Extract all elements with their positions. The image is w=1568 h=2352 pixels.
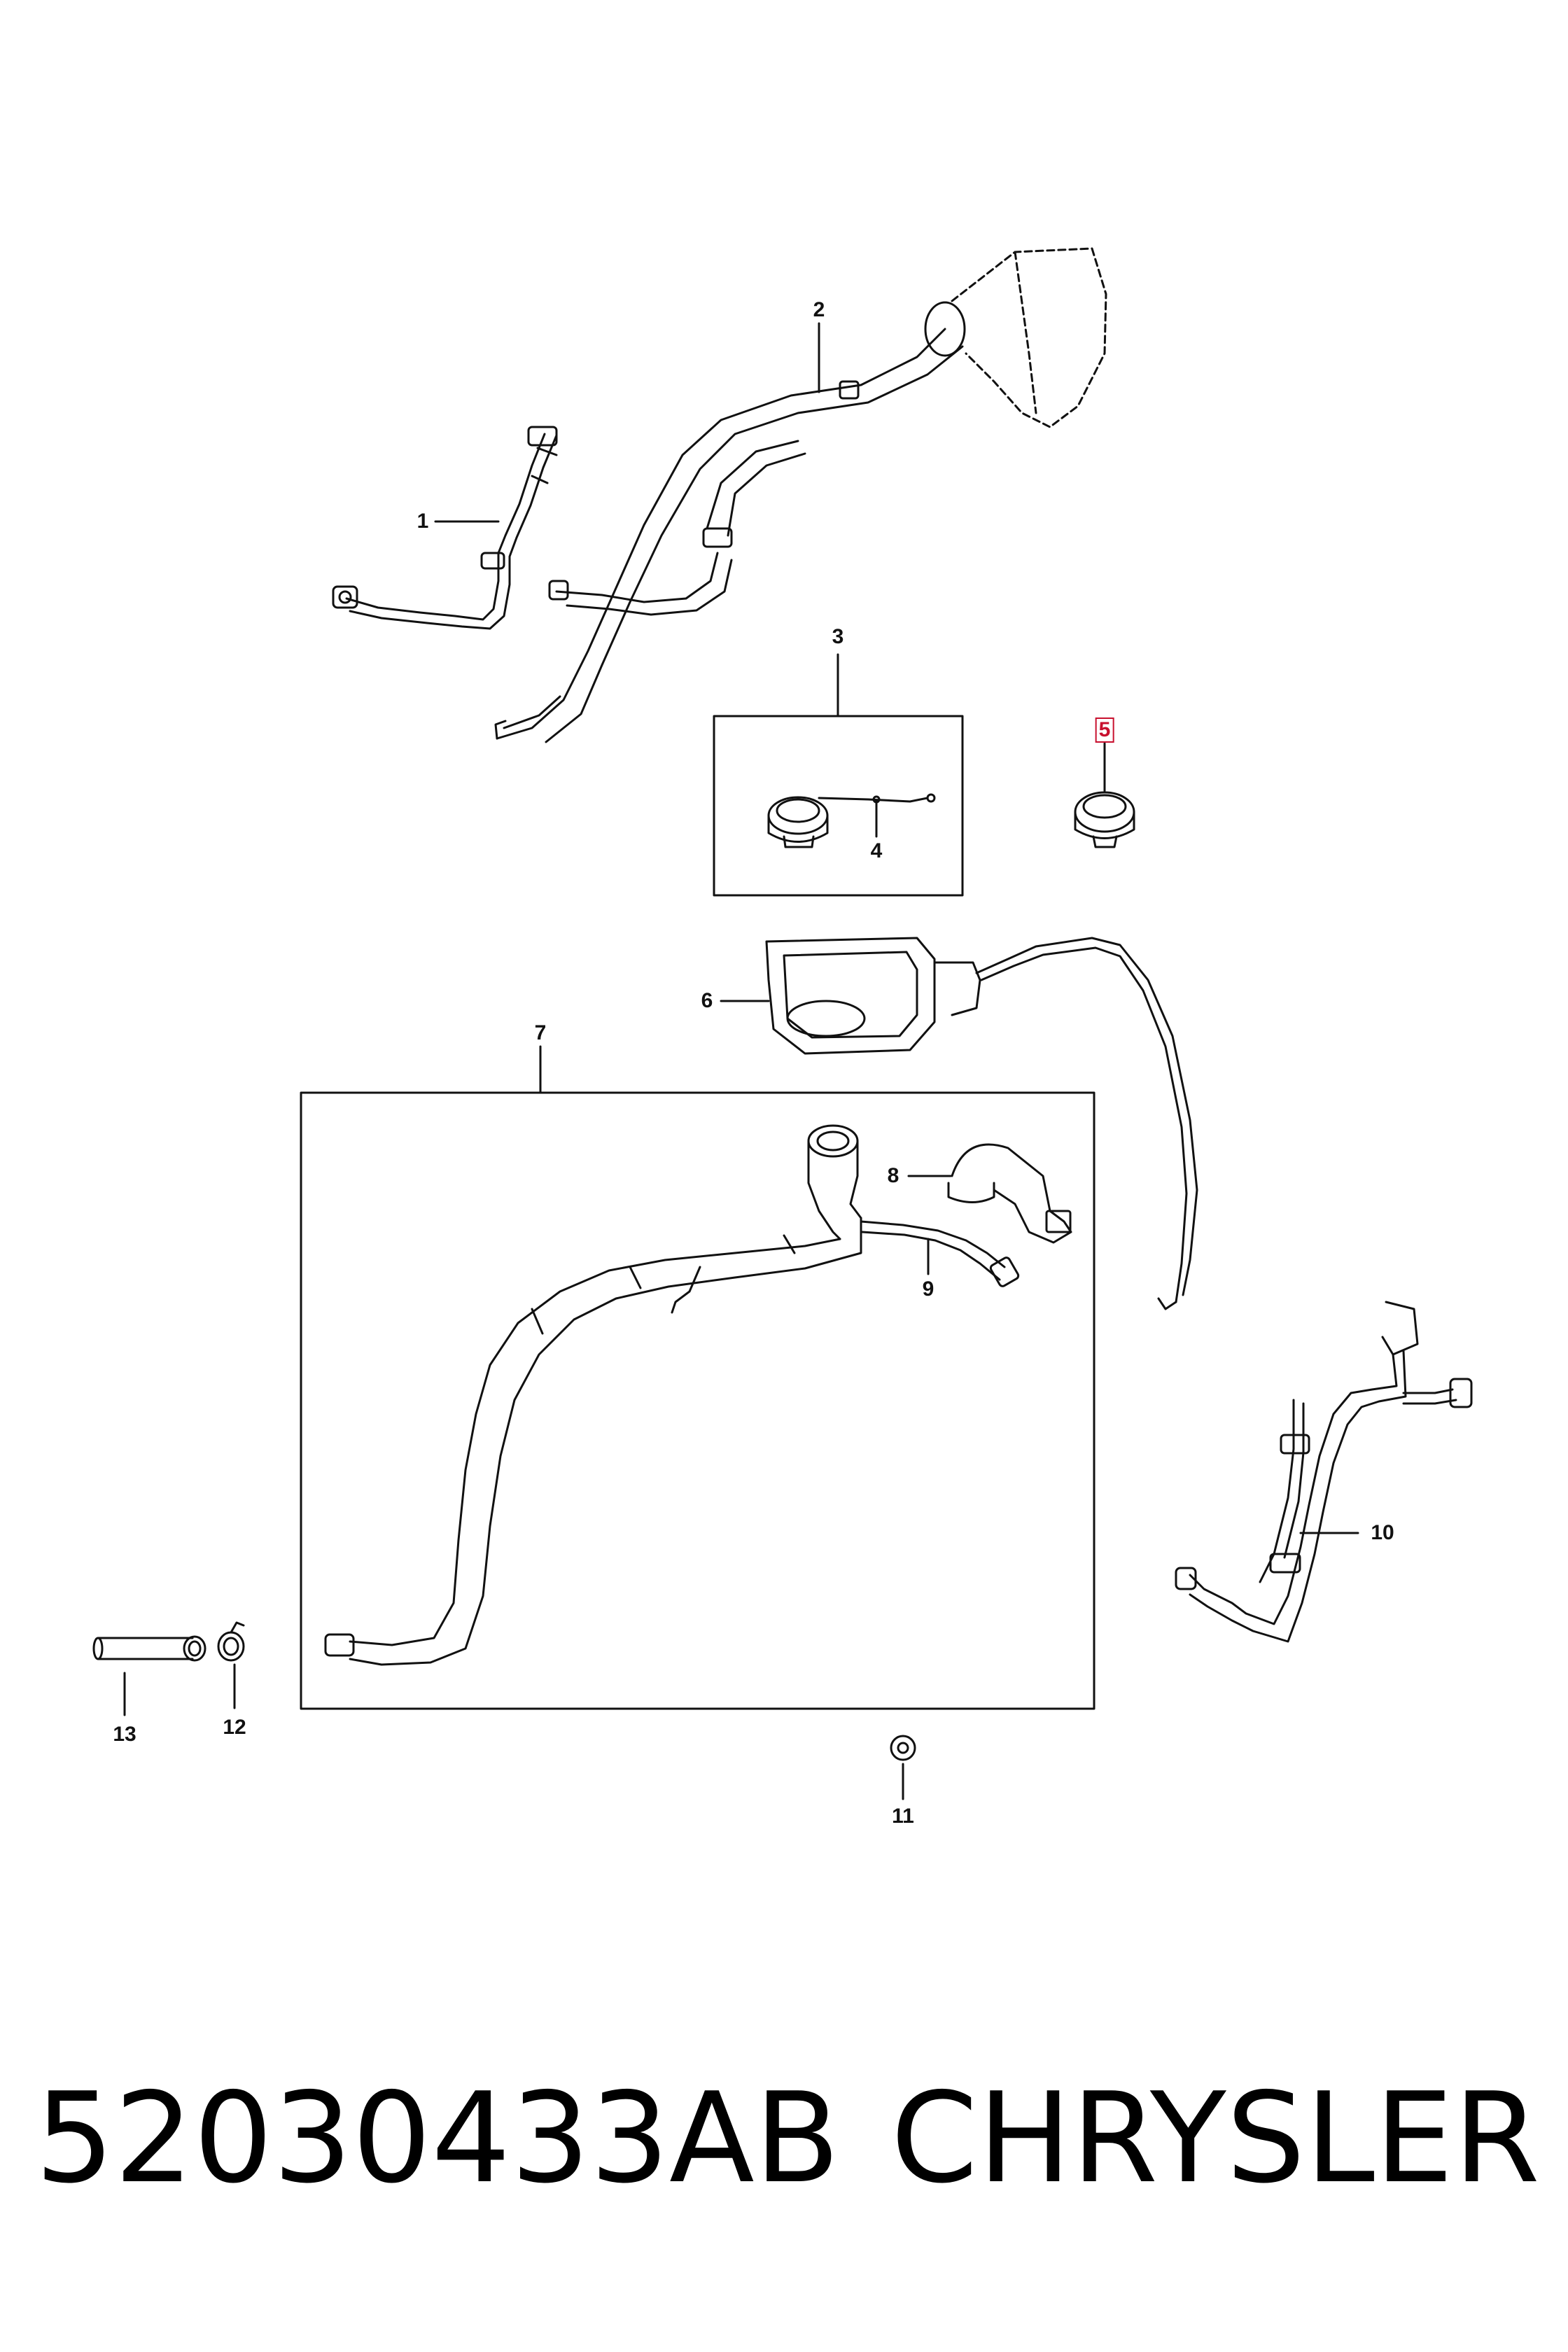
part-6-filler-housing xyxy=(765,937,1198,1310)
part-number: 52030433AB xyxy=(35,2066,840,2211)
part-4-fuel-cap-tethered xyxy=(767,793,936,848)
callout-11: 11 xyxy=(892,1805,914,1828)
group-box-3 xyxy=(713,715,964,897)
part-8-bracket xyxy=(947,1143,1072,1244)
group-box-7 xyxy=(300,1091,1096,1710)
callout-12: 12 xyxy=(223,1716,246,1739)
callout-5-highlighted: 5 xyxy=(1095,718,1114,743)
callout-9: 9 xyxy=(922,1278,934,1301)
part-13-hose xyxy=(92,1635,206,1662)
callout-1: 1 xyxy=(416,510,429,533)
footer-caption: 52030433AB CHRYSLER xyxy=(35,2062,1540,2216)
brand-name: CHRYSLER xyxy=(890,2066,1540,2211)
callout-13: 13 xyxy=(113,1723,136,1746)
callout-4: 4 xyxy=(870,839,883,862)
callout-2: 2 xyxy=(813,298,825,321)
part-2-filler-tube xyxy=(494,247,1107,743)
callout-10: 10 xyxy=(1371,1521,1394,1544)
callout-6: 6 xyxy=(701,989,713,1012)
part-10-vent-hose-assembly xyxy=(1175,1301,1473,1643)
callout-3: 3 xyxy=(832,625,844,648)
part-9-vent-tube xyxy=(860,1220,1020,1287)
callout-8: 8 xyxy=(887,1164,899,1187)
part-1-vent-hose xyxy=(332,426,558,630)
part-12-hose-clamp xyxy=(217,1621,245,1662)
part-5-fuel-cap xyxy=(1074,791,1135,848)
part-7-filler-tube-assembly xyxy=(324,1124,862,1666)
part-11-nut xyxy=(890,1735,916,1761)
callout-7: 7 xyxy=(534,1021,547,1044)
